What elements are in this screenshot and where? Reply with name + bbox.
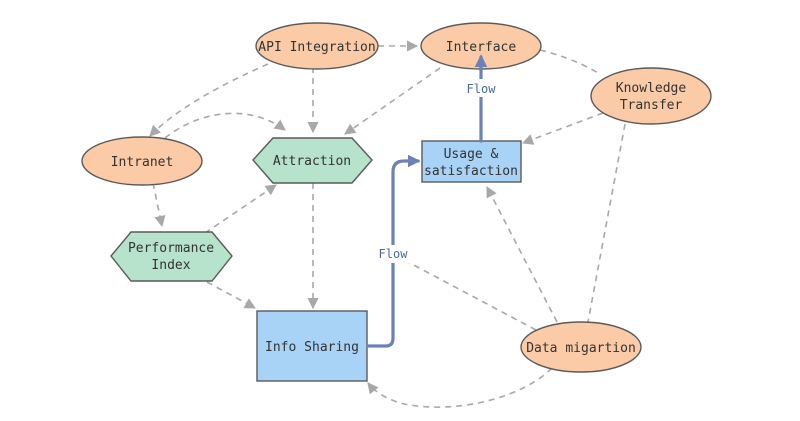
data-migration-label: Data migartion [526, 341, 636, 356]
edge-knowledge-to-usage [521, 112, 604, 145]
node-info-sharing[interactable]: Info Sharing [256, 310, 368, 382]
performance-index-label-line2: Index [151, 258, 190, 273]
edge-interface-to-knowledge [539, 49, 601, 75]
flow-label-top: Flow [467, 82, 497, 96]
info-sharing-label: Info Sharing [265, 340, 359, 355]
edge-intranet-to-attraction [164, 112, 286, 139]
knowledge-transfer-label-line1: Knowledge [616, 81, 687, 96]
dashed-edges [149, 40, 626, 408]
node-interface[interactable]: Interface [420, 22, 542, 70]
edge-data-to-flow-area [407, 261, 537, 331]
node-knowledge-transfer[interactable]: Knowledge Transfer [590, 67, 712, 125]
node-performance-index[interactable]: Performance Index [110, 231, 233, 282]
edge-api-to-intranet [149, 63, 269, 137]
edge-label-flow-top: Flow [462, 79, 500, 97]
usage-satisfaction-label-line1: Usage & [444, 147, 499, 162]
node-data-migration[interactable]: Data migartion [520, 321, 642, 373]
node-attraction[interactable]: Attraction [252, 137, 373, 184]
flow-label-mid: Flow [379, 247, 409, 261]
node-intranet[interactable]: Intranet [81, 136, 203, 186]
api-integration-label: API Integration [258, 40, 375, 55]
edge-label-flow-mid: Flow [375, 245, 413, 263]
node-api-integration[interactable]: API Integration [255, 22, 379, 70]
edge-performance-to-attraction [204, 184, 277, 234]
attraction-label: Attraction [273, 154, 351, 169]
node-usage-satisfaction[interactable]: Usage & satisfaction [421, 140, 522, 183]
edge-data-to-usage [486, 186, 558, 323]
edge-performance-to-info [206, 281, 256, 309]
edge-data-to-info [367, 367, 553, 408]
edge-knowledge-to-data [587, 123, 626, 323]
interface-label: Interface [446, 40, 517, 55]
performance-index-label-line1: Performance [128, 241, 214, 256]
usage-satisfaction-label-line2: satisfaction [424, 164, 518, 179]
flow-edges [366, 54, 488, 348]
intranet-label: Intranet [111, 155, 174, 170]
knowledge-transfer-label-line2: Transfer [620, 98, 683, 113]
edge-intranet-to-performance [152, 182, 166, 228]
edge-interface-to-attraction [344, 67, 441, 135]
